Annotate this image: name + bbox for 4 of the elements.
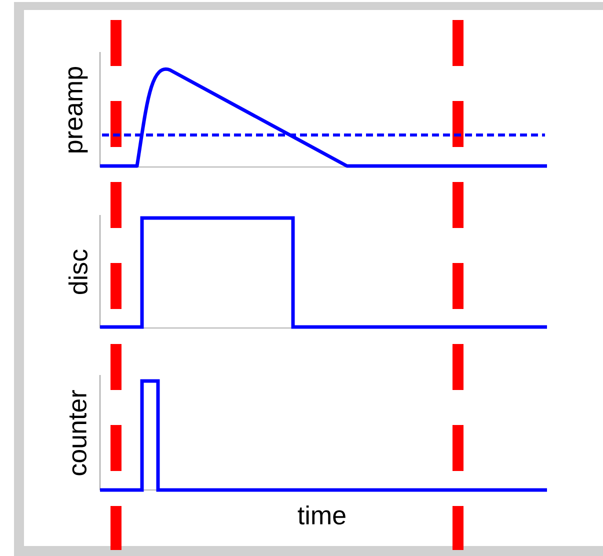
axis-label: preamp — [68, 67, 88, 152]
axis-label: time — [298, 505, 346, 525]
axis-label: disc — [68, 250, 88, 294]
axis-label: counter — [69, 390, 87, 476]
